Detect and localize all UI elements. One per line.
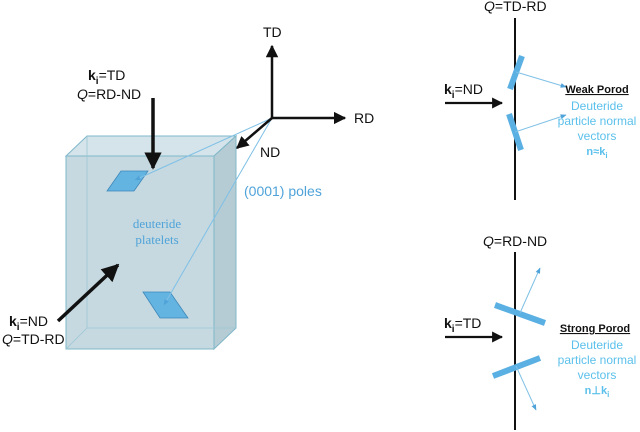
weak-desc-line-1: Deuteride [571, 99, 623, 113]
beam-top-q-label: Q=RD-ND [77, 86, 141, 102]
strong-normal-vector-lower [515, 365, 537, 411]
k-value: =TD [455, 315, 482, 331]
strong-desc-line-1: Deuteride [571, 338, 623, 352]
nd-axis-label: ND [260, 144, 280, 160]
k-subscript: i [17, 322, 20, 333]
k-subscript: i [607, 390, 609, 399]
strong-porod-title: Strong Porod [560, 323, 630, 335]
weak-normal-vector-lower [514, 114, 567, 133]
weak-porod-title: Weak Porod [565, 84, 628, 96]
pole-line-lower [163, 117, 273, 306]
q-letter: Q [77, 86, 88, 102]
k-vector: k [601, 385, 608, 397]
beam-bottom-k-label: ki=ND [9, 313, 48, 333]
k-vector: k [88, 67, 96, 83]
beam-bottom-q-label: Q=TD-RD [2, 331, 65, 347]
strong-particle-upper [493, 302, 547, 326]
crystal-block [64, 134, 238, 351]
weak-desc-line-3: vectors [578, 129, 617, 143]
k-value: =ND [455, 81, 483, 97]
k-value: =ND [20, 313, 48, 329]
q-letter: Q [484, 0, 495, 14]
k-subscript: i [452, 324, 455, 335]
platelet-label-line-1: deuteride [133, 216, 182, 231]
k-vector: k [599, 146, 606, 158]
k-vector: k [444, 315, 452, 331]
beam-arrow-bottom [56, 263, 120, 323]
q-value: =TD-RD [495, 0, 547, 14]
strong-relation: n⊥ki [585, 385, 610, 399]
strong-normal-vector-upper [519, 267, 541, 314]
q-value: =RD-ND [494, 233, 547, 249]
platelet-label-line-2: platelets [135, 232, 178, 247]
strong-desc-line-2: particle normal [558, 353, 637, 367]
weak-k-label: ki=ND [444, 81, 483, 101]
strong-q-label: Q=RD-ND [483, 233, 547, 249]
relation-symbol: ≈ [593, 146, 599, 158]
q-letter: Q [2, 331, 13, 347]
nd-axis [236, 117, 273, 149]
relation-symbol: ⊥ [591, 385, 601, 397]
strong-desc-line-3: vectors [578, 368, 617, 382]
weak-q-label: Q=TD-RD [484, 0, 547, 14]
k-subscript: i [452, 90, 455, 101]
weak-relation: n≈ki [586, 146, 607, 160]
axes: TD RD ND [236, 24, 374, 160]
k-vector: k [444, 81, 452, 97]
crystal-hidden-edge [65, 327, 88, 350]
crystal-front-face [65, 155, 215, 350]
n-vector: n [586, 146, 593, 158]
strong-porod-panel: Q=RD-ND ki=TD Strong Porod Deuteride par… [444, 233, 636, 430]
k-subscript: i [96, 76, 99, 87]
q-value: =RD-ND [88, 86, 141, 102]
q-letter: Q [483, 233, 494, 249]
strong-k-label: ki=TD [444, 315, 481, 335]
td-axis-label: TD [263, 24, 282, 40]
k-subscript: i [605, 151, 607, 160]
weak-desc-line-2: particle normal [558, 114, 637, 128]
poles-label: (0001) poles [244, 183, 322, 199]
k-vector: k [9, 313, 17, 329]
beam-top-k-label: ki=TD [88, 67, 125, 87]
n-vector: n [585, 385, 592, 397]
crystal-side-face [213, 134, 237, 351]
rd-axis-label: RD [354, 110, 374, 126]
k-value: =TD [99, 67, 126, 83]
weak-normal-vector-upper [515, 71, 567, 88]
q-value: =TD-RD [13, 331, 65, 347]
weak-porod-panel: Q=TD-RD ki=ND Weak Porod Deuteride parti… [444, 0, 636, 200]
